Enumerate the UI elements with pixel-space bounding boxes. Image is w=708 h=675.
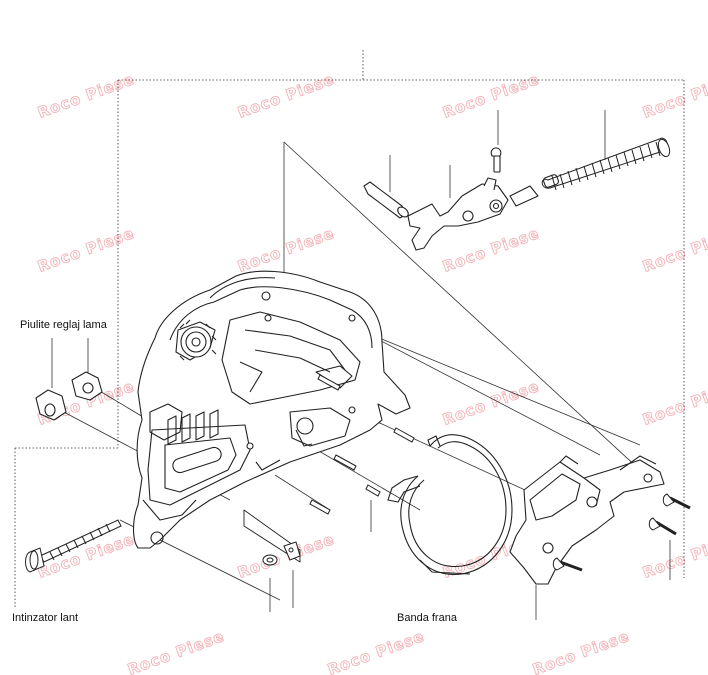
crankcase-cover bbox=[132, 270, 411, 563]
pins bbox=[309, 374, 415, 515]
watermark: Roco Piese bbox=[440, 70, 542, 122]
watermark: Roco Piese bbox=[235, 530, 337, 582]
watermark: Roco Piese bbox=[235, 224, 337, 276]
adjuster-nuts bbox=[35, 371, 103, 421]
label-adjuster-nuts: Piulite reglaj lama bbox=[20, 319, 107, 331]
brake-bracket bbox=[509, 455, 665, 585]
watermark: Roco Piese bbox=[640, 224, 708, 276]
watermark: Roco Piese bbox=[325, 627, 427, 675]
assembly-frame bbox=[14, 50, 685, 608]
washer-clip bbox=[262, 541, 301, 566]
tensioner-bolt bbox=[25, 519, 122, 573]
screws bbox=[552, 493, 691, 572]
watermark: Roco Piese bbox=[440, 377, 542, 429]
brake-lever-assembly bbox=[363, 147, 559, 251]
brake-band bbox=[387, 434, 513, 575]
watermark: Roco Piese bbox=[640, 530, 708, 582]
spring bbox=[541, 137, 671, 191]
watermark: Roco Piese bbox=[440, 224, 542, 276]
watermark: Roco Piese bbox=[640, 377, 708, 429]
watermark: Roco Piese bbox=[530, 627, 632, 675]
watermark: Roco Piese bbox=[235, 70, 337, 122]
watermark: Roco Piese bbox=[640, 70, 708, 122]
label-brake-band: Banda frana bbox=[397, 612, 457, 624]
watermark: Roco Piese bbox=[35, 70, 137, 122]
watermark: Roco Piese bbox=[125, 627, 227, 675]
label-chain-tensioner: Intinzator lant bbox=[12, 612, 79, 624]
watermark: Roco Piese bbox=[35, 224, 137, 276]
